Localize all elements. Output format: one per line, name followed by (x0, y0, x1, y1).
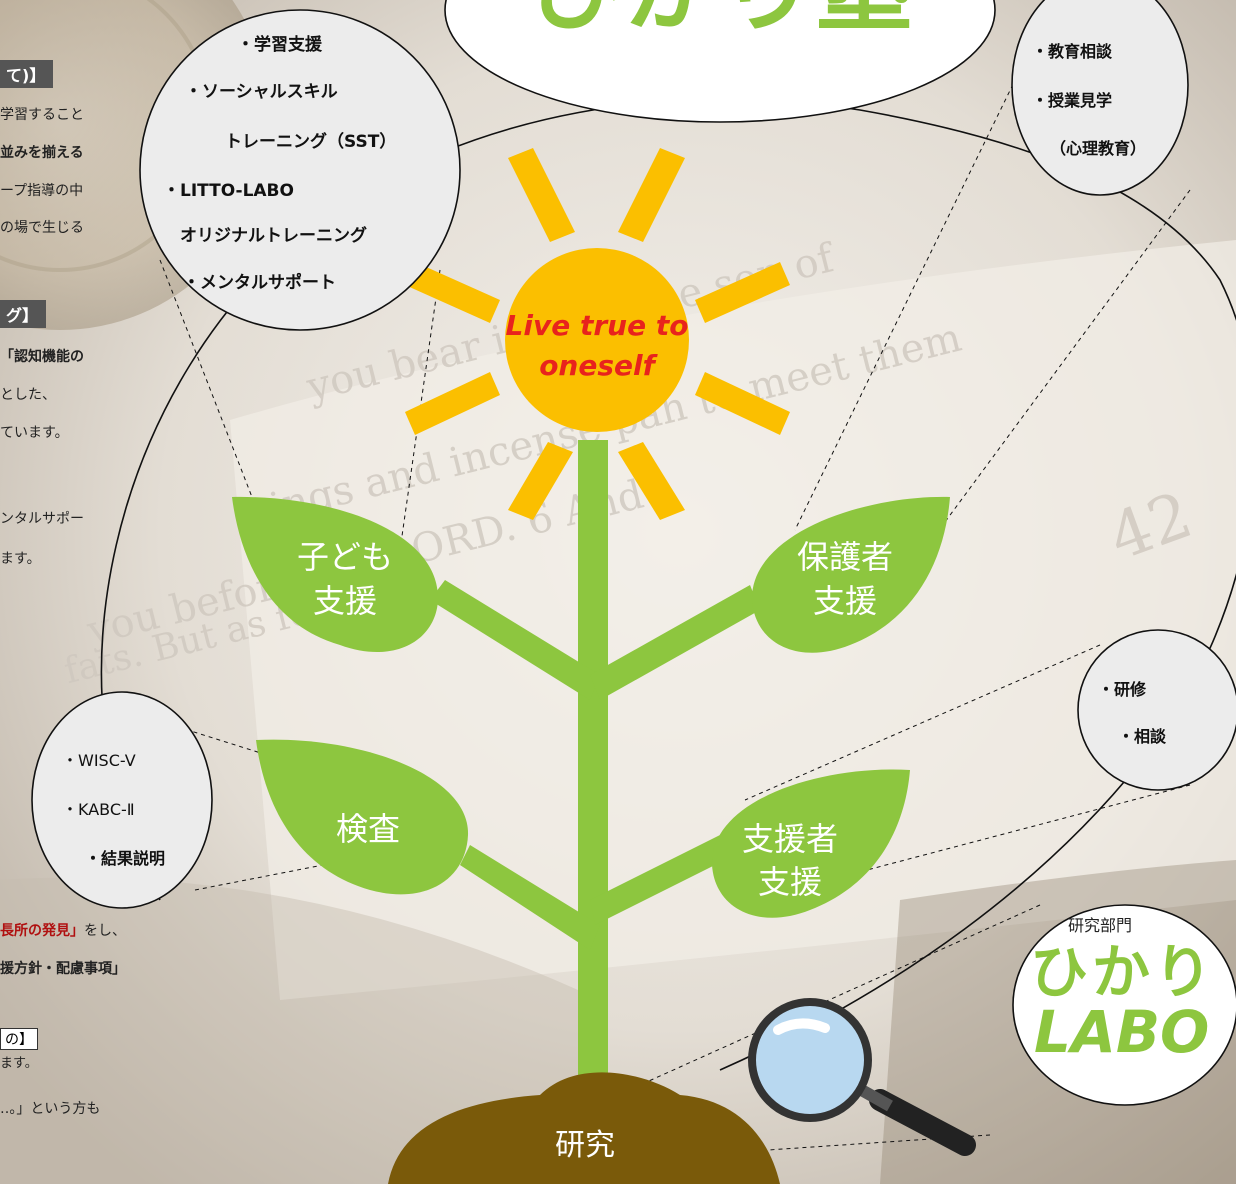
bubble-child-item-3: トレーニング（SST） (225, 132, 397, 152)
title-text: ひかり塾 (528, 0, 912, 45)
bubble-guardian-item-3: （心理教育） (1050, 139, 1147, 158)
leaf-guardian (751, 496, 950, 653)
left-text-10-rest: をし、 (84, 923, 126, 939)
connector-supporter-1 (744, 644, 1101, 801)
leaf-guardian-label-2: 支援 (813, 582, 877, 620)
leaf-supporter (711, 769, 910, 918)
left-text-2: 並みを揃える (0, 145, 84, 161)
sun-ray (618, 148, 685, 242)
bubble-assessment (31, 691, 213, 909)
main-ellipse (100, 98, 1236, 1071)
bubble-child-item-4: ・LITTO-LABO (163, 181, 294, 201)
connector-guardian-1 (794, 69, 1021, 531)
branch-supporter (590, 835, 735, 925)
left-text-13: ‥。」という方も (0, 1101, 101, 1117)
left-text-11: 援方針・配慮事項」 (0, 961, 126, 977)
soil (388, 1072, 780, 1184)
leaf-assessment (256, 739, 469, 895)
leaf-child (232, 496, 439, 653)
motto-line-1: Live true to (506, 309, 689, 342)
stem-group (430, 440, 760, 1090)
bubble-supporter-item-2: ・相談 (1118, 727, 1167, 746)
sun-ray (508, 442, 573, 520)
labo-logo-line-1: ひかり (1030, 938, 1217, 1006)
left-text-5: 「認知機能の (0, 349, 84, 365)
left-text-10-strong: 長所の発見」 (0, 923, 84, 939)
motto-line-2: oneself (539, 349, 658, 382)
left-text-6: とした、 (0, 387, 56, 403)
bubble-assessment-item-1: ・WISC-V (62, 751, 136, 770)
leaf-assessment-label-1: 検査 (336, 810, 400, 848)
sun (505, 248, 689, 432)
left-header-1: て)】 (0, 60, 54, 88)
sun-rays (405, 148, 790, 520)
bubble-supporter (1077, 629, 1236, 791)
branch-guardian (590, 585, 760, 700)
left-boxed: の】 (0, 1028, 38, 1050)
connector-research-2 (619, 1134, 991, 1161)
sun-ray (695, 372, 790, 435)
bubble-guardian-item-1: ・教育相談 (1032, 42, 1113, 61)
left-text-8: ンタルサポー (0, 511, 84, 527)
bubble-labo (1012, 904, 1236, 1106)
bubble-child-item-6: ・メンタルサポート (183, 273, 336, 293)
leaf-supporter-label-2: 支援 (758, 863, 822, 901)
sun-ray (405, 372, 500, 435)
sun-ray (405, 262, 500, 323)
leaf-guardian-label-1: 保護者 (797, 538, 893, 576)
bubble-assessment-item-2: ・KABC-Ⅱ (62, 800, 135, 819)
bubble-child-item-2: ・ソーシャルスキル (185, 82, 338, 102)
title-ellipse (444, 0, 996, 123)
connector-child-2 (394, 269, 441, 586)
bubble-supporter-item-1: ・研修 (1098, 680, 1147, 699)
left-text-3: ープ指導の中 (0, 183, 84, 199)
stem (578, 440, 608, 1090)
sun-ray (695, 262, 790, 323)
branch-assessment (460, 845, 600, 950)
left-text-12: ます。 (0, 1056, 38, 1071)
bubble-child (139, 9, 461, 331)
left-text-10: 長所の発見」をし、 (0, 920, 126, 940)
leaf-child-label-2: 支援 (313, 582, 377, 620)
bubble-child-item-5: オリジナルトレーニング (180, 226, 367, 246)
leaf-supporter-label-1: 支援者 (742, 820, 838, 858)
labo-small-label: 研究部門 (1068, 916, 1133, 935)
bubble-guardian-item-2: ・授業見学 (1032, 91, 1113, 110)
bubble-child-item-1: ・学習支援 (237, 35, 322, 55)
leaf-child-label-1: 子ども (297, 538, 393, 576)
root-label: 研究 (555, 1128, 615, 1163)
sun-ray (618, 442, 685, 520)
left-text-1: 学習すること (0, 107, 84, 123)
bubble-assessment-item-3: ・結果説明 (85, 849, 166, 868)
labo-logo-line-2: LABO (1034, 998, 1210, 1066)
connector-supporter-2 (809, 784, 1191, 886)
branch-child (430, 580, 600, 700)
left-text-9: ます。 (0, 551, 41, 567)
magnifier-icon (748, 998, 976, 1156)
sun-ray (508, 148, 575, 242)
left-text-7: ています。 (0, 425, 69, 441)
left-header-2: グ】 (0, 300, 47, 328)
bubble-guardian (1011, 0, 1189, 196)
left-text-4: の場で生じる (0, 220, 84, 236)
